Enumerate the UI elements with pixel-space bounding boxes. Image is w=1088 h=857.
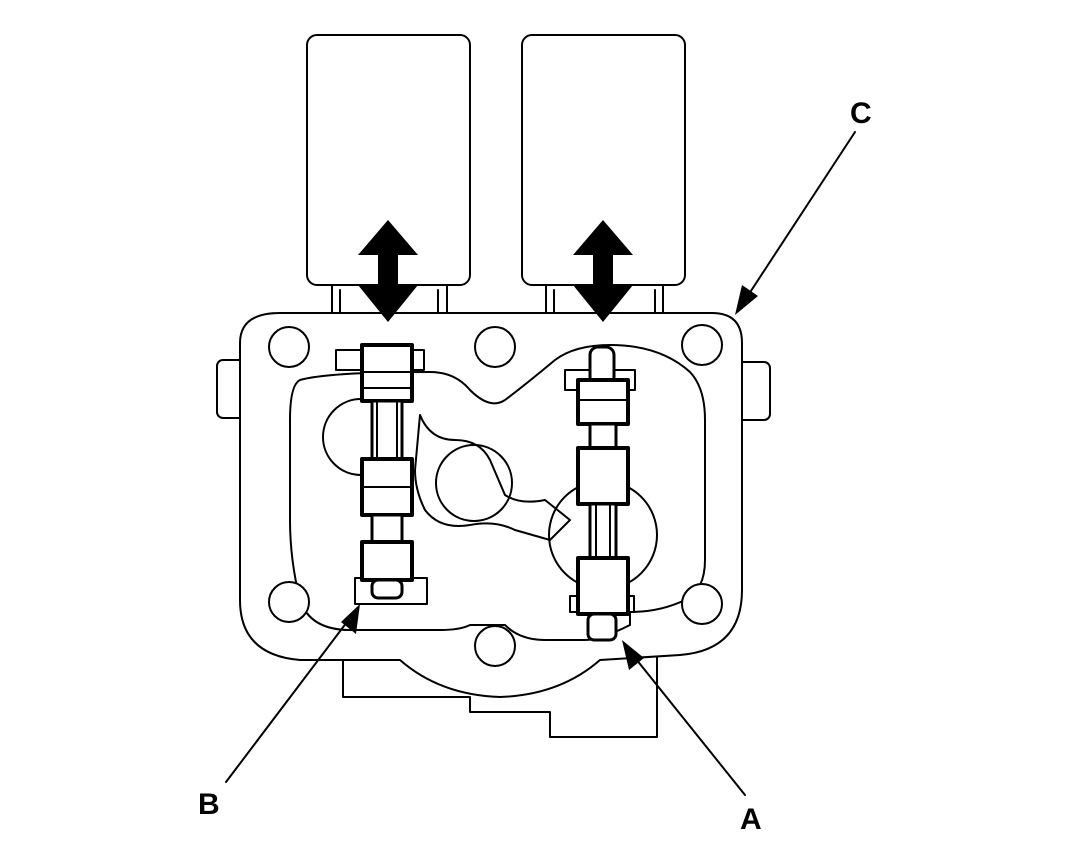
- bolt-holes: [268, 324, 723, 667]
- callout-label-a: A: [740, 803, 762, 836]
- leader-line-b: [225, 604, 360, 783]
- callout-label-b: B: [198, 788, 220, 821]
- right-movement-arrow: [573, 220, 633, 322]
- leader-line-c: [735, 131, 856, 315]
- left-spool-valve: [335, 343, 428, 605]
- right-spool-valve: [564, 345, 636, 642]
- callout-label-c: C: [850, 97, 872, 130]
- leader-line-a: [622, 640, 746, 796]
- left-movement-arrow: [358, 220, 418, 322]
